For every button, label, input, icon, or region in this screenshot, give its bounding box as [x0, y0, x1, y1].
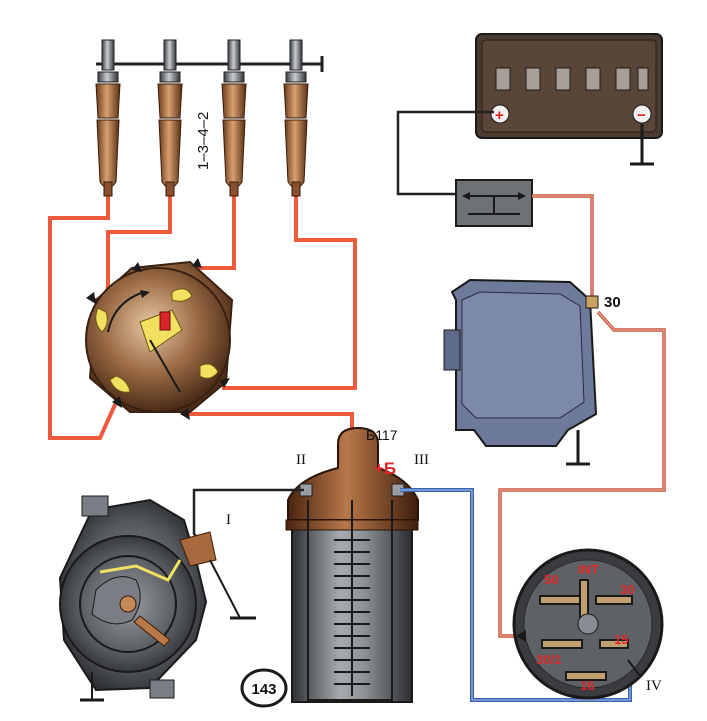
switch-pointer-IV-label: IV — [646, 678, 662, 694]
figure-number: 143 — [251, 681, 276, 698]
distributor-cap — [85, 258, 234, 420]
hv-wire-coil-center — [183, 399, 354, 430]
ignition-coil — [285, 426, 419, 703]
switch-terminal-INT-label: INT — [578, 562, 599, 577]
coil-model-label: Б117 — [366, 427, 398, 443]
switch-terminal-30-label: 30 — [620, 582, 634, 597]
generator — [443, 278, 599, 466]
coil-plus-terminal-label: +Б — [374, 459, 396, 478]
generator-terminal-30-label: 30 — [604, 294, 621, 311]
figure-number-badge: 143 — [240, 668, 288, 708]
spark-plug-4 — [283, 39, 309, 197]
firing-order-label: 1–3–4–2 — [195, 112, 212, 170]
fuse-block — [455, 179, 533, 227]
hv-wire-plug-4 — [222, 195, 357, 390]
hv-wire-plug-1 — [48, 195, 120, 440]
distributor-rotor — [139, 309, 183, 393]
switch-terminal-30-1-label: 30/1 — [536, 652, 561, 667]
spark-plug-3 — [221, 39, 247, 197]
battery — [475, 33, 663, 166]
coil-terminal-II-label: II — [296, 452, 306, 468]
battery-minus-label: − — [637, 107, 646, 124]
spark-plug-1 — [95, 39, 121, 197]
coil-winding — [307, 500, 393, 701]
hv-wire-plug-3 — [194, 195, 236, 270]
distributor-terminal-I-label: I — [226, 512, 231, 528]
spark-plug-2 — [157, 39, 183, 197]
switch-terminal-50-label: 50 — [544, 572, 558, 587]
switch-terminal-15-label: 15 — [614, 632, 628, 647]
battery-cells — [495, 67, 649, 91]
ignition-switch — [512, 548, 664, 700]
coil-terminal-III-label: III — [414, 452, 429, 468]
switch-terminal-16-label: 16 — [580, 678, 594, 693]
wire-battery-to-fuse — [396, 110, 494, 196]
spark-plugs — [95, 39, 324, 197]
battery-plus-label: + — [495, 107, 504, 124]
breaker-assembly — [58, 495, 256, 702]
